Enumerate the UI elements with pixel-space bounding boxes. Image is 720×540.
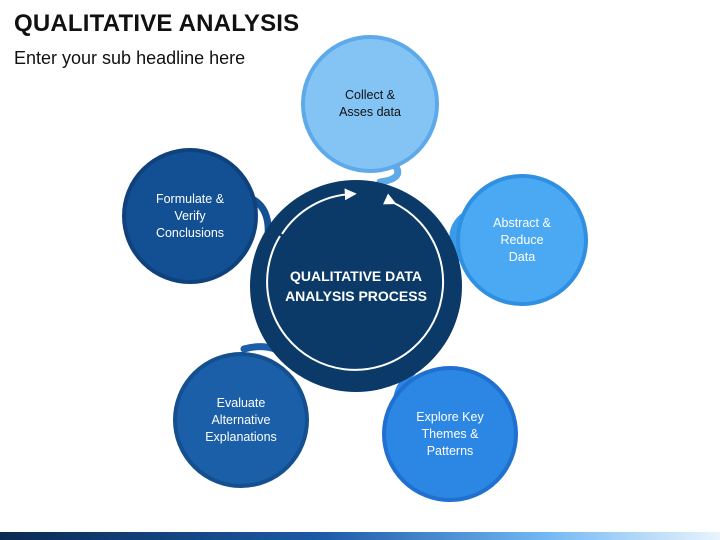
node-label-collect: Collect & Asses data: [339, 88, 401, 119]
node-circle-explore: [382, 366, 518, 502]
node-circle-evaluate: [173, 352, 309, 488]
node-circle-collect: [301, 35, 439, 173]
page-subtitle: Enter your sub headline here: [14, 48, 246, 68]
node-label-explore: Explore Key Themes & Patterns: [416, 409, 484, 458]
center-hub-label: QUALITATIVE DATA ANALYSIS PROCESS: [285, 268, 427, 304]
page-title: QUALITATIVE ANALYSIS: [14, 10, 300, 37]
node-circle-formulate: [122, 148, 258, 284]
cycle-arrow-right: [266, 193, 445, 371]
node-label-evaluate: Evaluate Alternative Explanations: [205, 395, 277, 444]
node-label-formulate: Formulate & Verify Conclusions: [155, 191, 225, 240]
cycle-arrow-left: [281, 188, 357, 235]
footer-gradient-bar: [0, 532, 720, 540]
node-label-abstract: Abstract & Reduce Data: [493, 215, 551, 264]
node-circle-abstract: [456, 174, 588, 306]
center-hub-circle: [250, 180, 462, 392]
